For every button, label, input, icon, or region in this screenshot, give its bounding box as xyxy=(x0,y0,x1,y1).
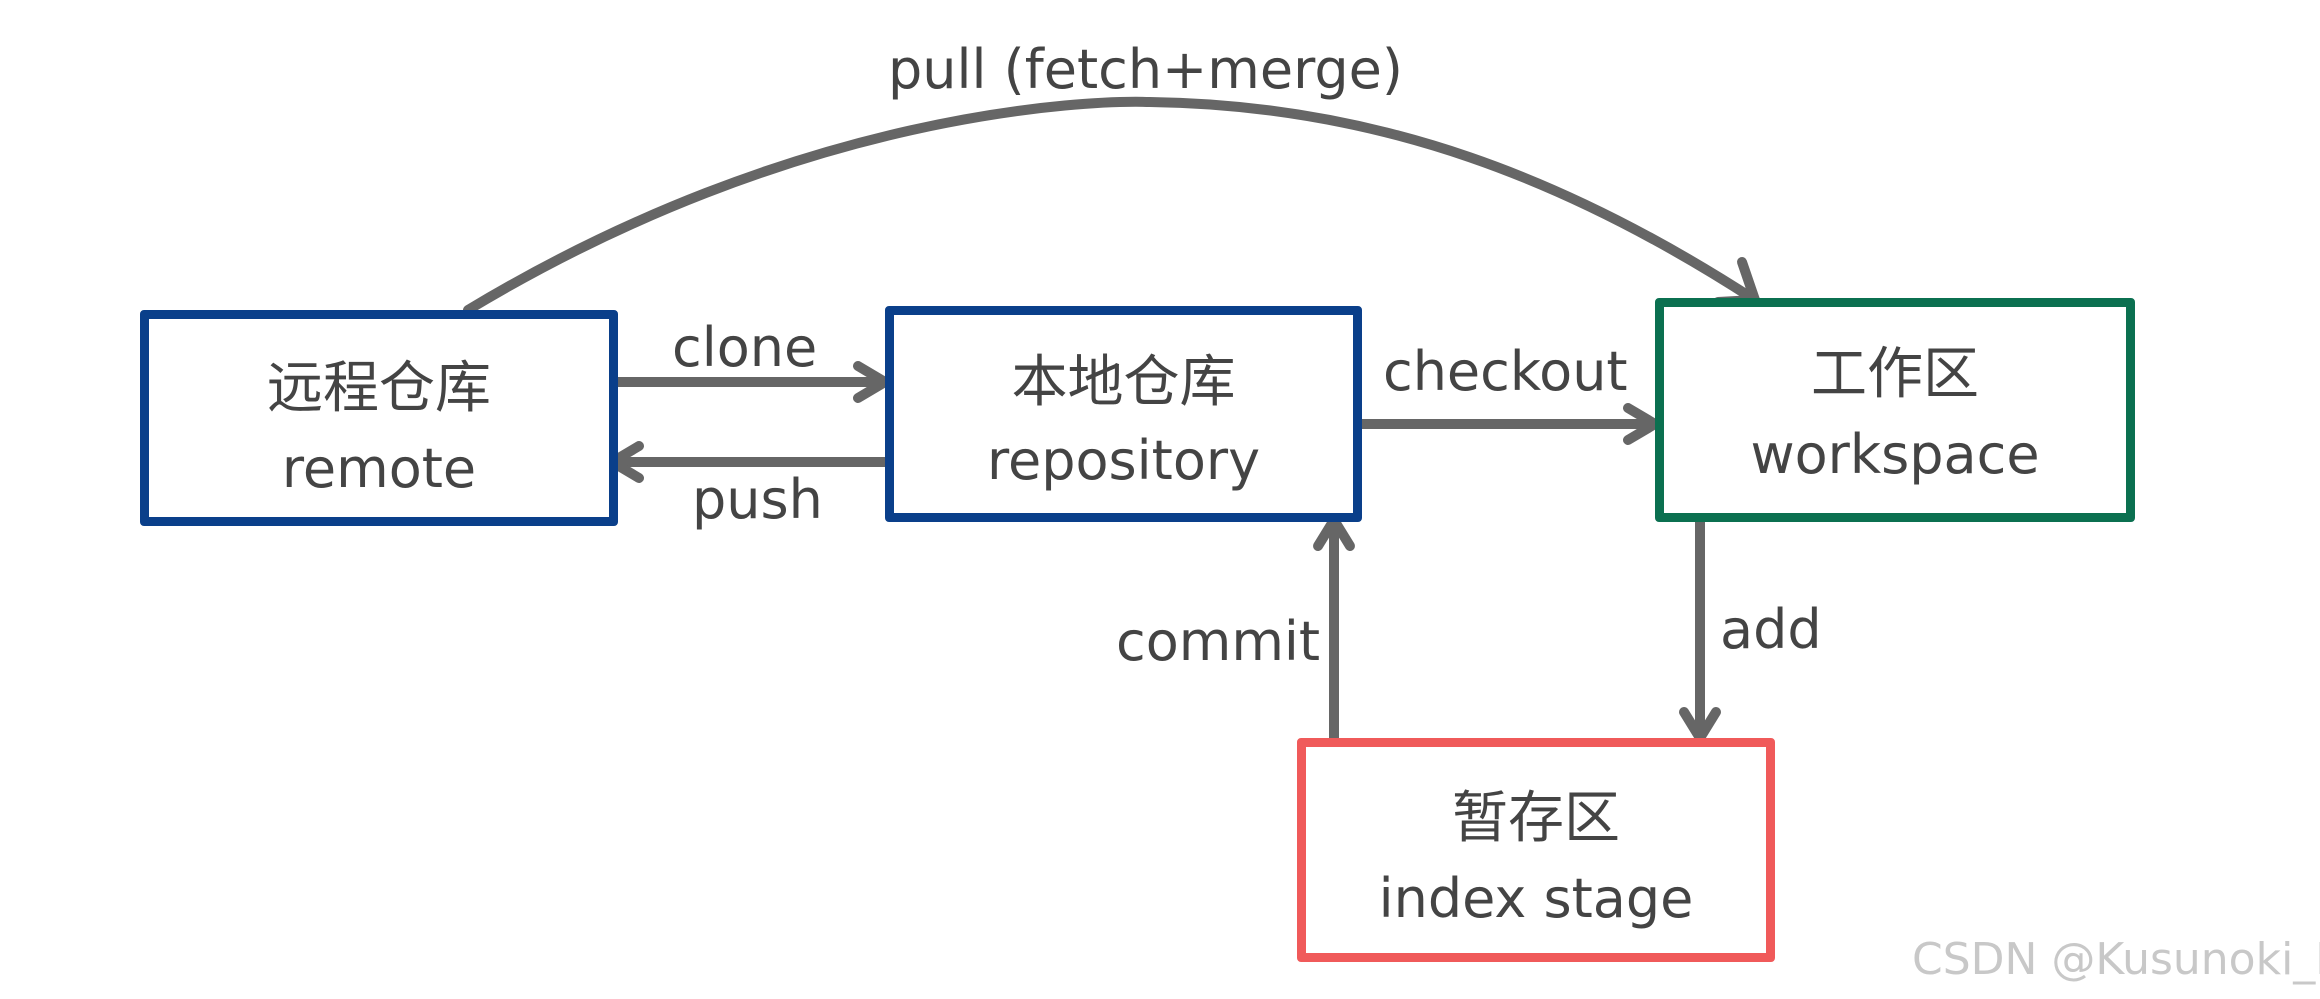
watermark: CSDN @Kusunoki_D xyxy=(1912,934,2320,985)
remote-en-label: remote xyxy=(281,437,477,500)
checkout-label: checkout xyxy=(1383,340,1628,403)
stage-en-label: index stage xyxy=(1378,867,1694,930)
remote-zh-label: 远程仓库 xyxy=(267,356,491,421)
workspace-zh-label: 工作区 xyxy=(1811,342,1979,407)
pull-label: pull (fetch+merge) xyxy=(888,38,1403,101)
pull-arrow xyxy=(463,96,1760,315)
stage-box: 暂存区 index stage xyxy=(1297,738,1775,962)
remote-repository-box: 远程仓库 remote xyxy=(140,310,618,526)
push-label: push xyxy=(692,468,823,531)
clone-label: clone xyxy=(672,316,818,379)
workspace-box: 工作区 workspace xyxy=(1655,298,2135,522)
stage-zh-label: 暂存区 xyxy=(1452,786,1620,851)
workspace-en-label: workspace xyxy=(1750,423,2040,486)
local-repository-box: 本地仓库 repository xyxy=(885,306,1362,522)
local-zh-label: 本地仓库 xyxy=(1011,350,1236,415)
commit-label: commit xyxy=(1116,610,1321,673)
add-label: add xyxy=(1720,598,1822,661)
local-en-label: repository xyxy=(986,429,1261,492)
